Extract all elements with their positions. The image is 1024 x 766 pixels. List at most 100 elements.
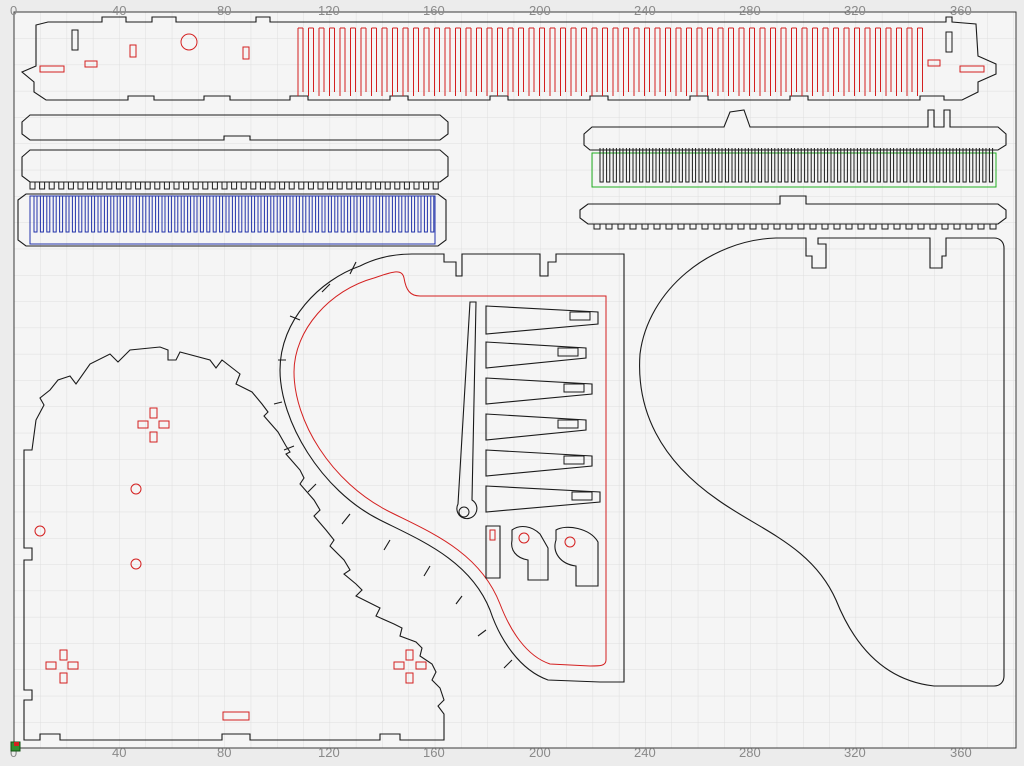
key-slot xyxy=(423,27,430,96)
key-slot xyxy=(623,27,629,96)
hammer-slot xyxy=(569,311,591,321)
rail-teeth xyxy=(593,223,997,230)
tooth xyxy=(125,181,132,190)
small-part xyxy=(485,525,501,579)
tooth xyxy=(929,223,937,230)
tooth xyxy=(163,181,170,190)
key-slot xyxy=(823,148,829,183)
part-rail-1[interactable] xyxy=(21,114,449,141)
key-slot xyxy=(91,196,96,233)
key-slot xyxy=(949,148,954,183)
key-slot xyxy=(749,27,755,96)
tooth xyxy=(737,223,745,230)
key-slot xyxy=(633,27,640,96)
tooth xyxy=(135,181,142,190)
rail-teeth xyxy=(29,181,439,190)
tooth xyxy=(413,181,420,190)
key-slot xyxy=(698,148,703,183)
tooth xyxy=(629,223,637,230)
key-slot xyxy=(193,196,198,233)
key-slot xyxy=(889,148,895,183)
part-piano-lid[interactable] xyxy=(639,237,1005,687)
key-slot xyxy=(863,148,868,183)
key-slot xyxy=(219,196,224,233)
key-slot xyxy=(59,196,64,233)
key-slot xyxy=(528,27,535,96)
key-slot xyxy=(103,196,108,233)
part-piano-body[interactable] xyxy=(273,253,625,683)
key-slot xyxy=(652,148,657,183)
slot-red xyxy=(39,65,65,73)
key-slot xyxy=(297,27,304,96)
key-slot xyxy=(116,196,121,233)
key-slot xyxy=(744,148,749,183)
key-slot xyxy=(757,148,763,183)
key-slot xyxy=(465,27,472,96)
hole-red xyxy=(130,483,142,495)
tooth xyxy=(394,181,401,190)
key-slot xyxy=(864,27,871,96)
key-slot xyxy=(549,27,556,96)
key-slot xyxy=(231,196,236,233)
ruler-top-label: 320 xyxy=(844,3,866,18)
part-outline xyxy=(579,195,1007,225)
key-slot xyxy=(885,27,892,96)
tooth xyxy=(677,223,685,230)
ruler-bottom-label: 320 xyxy=(844,745,866,760)
key-slot xyxy=(675,27,682,96)
key-slot xyxy=(696,27,703,96)
tooth xyxy=(39,181,46,190)
ruler-bottom-label: 120 xyxy=(318,745,340,760)
ruler-bottom-label: 40 xyxy=(112,745,126,760)
part-keys-blue[interactable] xyxy=(17,193,447,247)
key-slot xyxy=(728,27,734,96)
tooth xyxy=(288,181,295,190)
tooth xyxy=(713,223,721,230)
ruler-top-label: 0 xyxy=(10,3,17,18)
work-area-border xyxy=(13,11,1017,749)
part-rail-teeth[interactable] xyxy=(21,149,449,190)
key-slot xyxy=(955,148,961,183)
key-slot xyxy=(645,148,650,183)
key-slot xyxy=(903,148,908,183)
key-slot xyxy=(936,148,941,183)
key-slot xyxy=(327,196,332,233)
tooth xyxy=(87,181,94,190)
key-slot xyxy=(790,148,796,183)
key-slot xyxy=(430,196,435,233)
tooth xyxy=(211,181,218,190)
part-side-panel-left[interactable] xyxy=(23,346,445,741)
part-keys-green[interactable] xyxy=(591,148,997,188)
ruler-bottom-label: 0 xyxy=(10,745,17,760)
tooth xyxy=(965,223,973,230)
slot-red xyxy=(927,59,941,67)
part-rail-right-lower[interactable] xyxy=(579,195,1007,230)
key-slot xyxy=(161,196,166,233)
key-slot xyxy=(654,27,661,96)
tooth xyxy=(809,223,817,230)
key-slot xyxy=(379,196,384,233)
key-slot xyxy=(602,27,608,96)
key-slot xyxy=(339,27,346,96)
slot-red xyxy=(959,65,985,73)
tooth xyxy=(355,181,362,190)
origin-marker[interactable] xyxy=(10,741,21,752)
key-slot xyxy=(238,196,243,233)
key-slot xyxy=(476,27,482,96)
key-slot xyxy=(658,148,664,183)
key-slot xyxy=(402,27,409,96)
tooth xyxy=(689,223,697,230)
green-key-slots xyxy=(599,148,994,183)
tooth xyxy=(250,181,257,190)
part-keybed-top[interactable] xyxy=(20,16,997,101)
rim-notches xyxy=(273,261,513,669)
key-slot xyxy=(711,148,716,183)
tooth xyxy=(773,223,781,230)
key-slot xyxy=(599,148,604,183)
key-slot xyxy=(135,196,140,233)
key-slot xyxy=(417,196,422,233)
tooth xyxy=(259,181,266,190)
hammer-slot xyxy=(563,455,585,465)
part-rail-right-upper[interactable] xyxy=(583,109,1007,151)
